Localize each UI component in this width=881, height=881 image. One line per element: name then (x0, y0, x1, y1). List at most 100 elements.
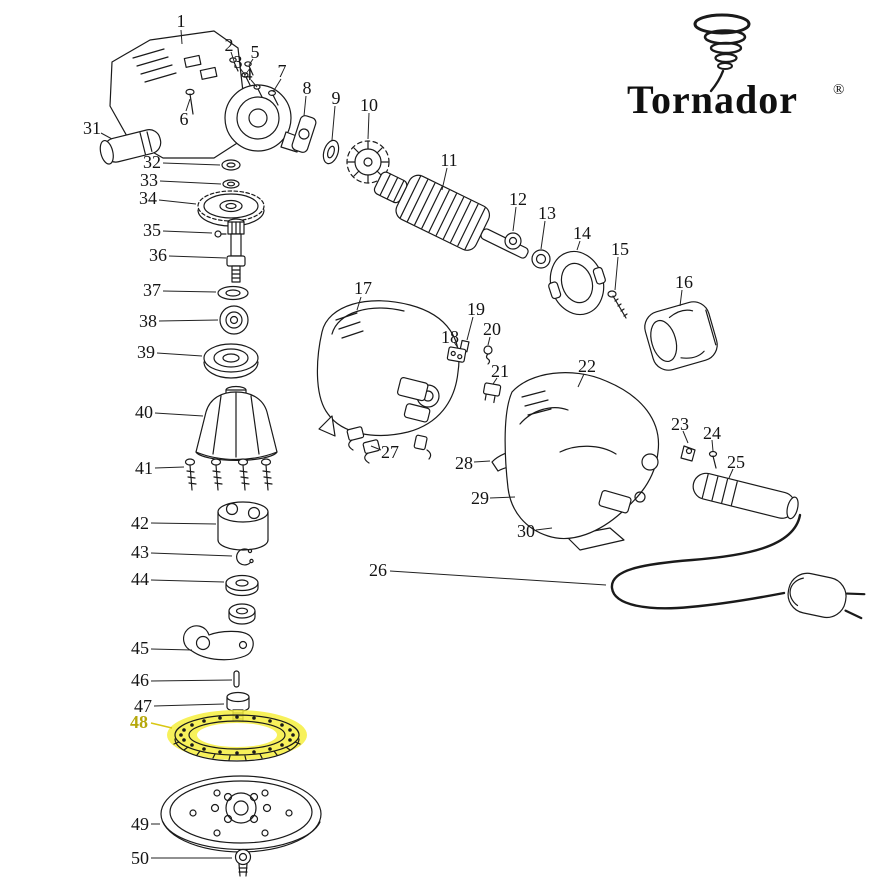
part-number-13: 13 (538, 203, 556, 223)
part-number-33: 33 (140, 170, 158, 190)
part-number-46: 46 (131, 670, 149, 690)
part-number-35: 35 (143, 220, 161, 240)
leader-line-42 (150, 522, 217, 525)
part-number-34: 34 (139, 188, 157, 208)
part-number-31: 31 (83, 118, 101, 138)
part-number-41: 41 (135, 458, 153, 478)
leader-line-34 (158, 199, 197, 205)
leader-line-33 (159, 180, 222, 185)
leader-line-10 (367, 112, 370, 140)
drawing-counterweight-42 (217, 501, 269, 551)
part-number-29: 29 (471, 488, 489, 508)
drawing-shroud-40 (195, 385, 278, 462)
drawing-circlip-43 (236, 548, 254, 566)
part-number-43: 43 (131, 542, 149, 562)
part-number-10: 10 (360, 95, 378, 115)
leader-line-32 (162, 162, 221, 166)
part-number-5: 5 (251, 42, 260, 62)
part-number-19: 19 (467, 299, 485, 319)
part-number-23: 23 (671, 414, 689, 434)
leader-line-24 (711, 439, 714, 452)
leader-line-5 (248, 58, 254, 66)
leader-line-15 (614, 256, 619, 291)
leader-line-3 (239, 67, 246, 76)
drawing-armature-11 (373, 171, 551, 269)
part-number-25: 25 (727, 452, 745, 472)
drawings-layer (99, 30, 866, 877)
drawing-brake-ring-48 (167, 710, 307, 762)
part-number-24: 24 (703, 423, 721, 443)
leader-line-41 (154, 466, 185, 469)
drawing-brush-parts-27 (346, 426, 432, 464)
plug-icon (787, 572, 866, 620)
part-number-32: 32 (143, 152, 161, 172)
part-number-17: 17 (354, 278, 372, 298)
part-number-14: 14 (573, 223, 591, 243)
drawing-screw-24 (708, 450, 718, 469)
leader-line-46 (150, 679, 233, 682)
part-number-36: 36 (149, 245, 167, 265)
part-number-3: 3 (234, 52, 243, 72)
leader-line-43 (150, 552, 233, 557)
drawing-bearing-housing-14 (548, 250, 606, 316)
drawing-bearing-38 (219, 305, 249, 335)
part-number-2: 2 (225, 35, 234, 55)
leader-line-14 (576, 240, 581, 251)
leader-line-20 (487, 336, 491, 346)
drawing-flange-39 (203, 343, 259, 379)
part-number-47: 47 (134, 696, 152, 716)
part-number-8: 8 (303, 78, 312, 98)
leader-line-21 (492, 377, 498, 385)
leader-line-13 (540, 220, 546, 250)
leader-line-26 (389, 570, 607, 586)
drawing-side-handle (99, 129, 162, 165)
drawing-fan-disc-10 (346, 140, 390, 184)
brand-name: Tornador (627, 77, 798, 122)
tornado-spiral-icon (693, 13, 751, 93)
drawing-pin-46 (233, 670, 240, 688)
drawing-power-cable-26 (610, 513, 866, 620)
part-number-16: 16 (675, 272, 693, 292)
part-number-37: 37 (143, 280, 161, 300)
part-number-40: 40 (135, 402, 153, 422)
leader-line-1 (180, 29, 183, 45)
part-number-20: 20 (483, 319, 501, 339)
part-number-26: 26 (369, 560, 387, 580)
leader-line-12 (512, 206, 517, 232)
part-number-6: 6 (180, 109, 189, 129)
part-number-38: 38 (139, 311, 157, 331)
part-number-15: 15 (611, 239, 629, 259)
part-number-21: 21 (491, 361, 509, 381)
drawing-backing-pad-49 (160, 775, 322, 853)
drawing-screw-50 (234, 848, 252, 877)
drawing-gear-housing-17 (316, 300, 460, 437)
leader-line-36 (168, 255, 227, 259)
part-number-7: 7 (278, 61, 287, 81)
leader-line-4 (250, 79, 258, 88)
leader-line-17 (356, 296, 362, 311)
leader-line-35 (162, 230, 213, 234)
part-number-18: 18 (441, 327, 459, 347)
leader-line-7 (272, 78, 282, 93)
drawing-motor-housing-22 (504, 372, 660, 540)
leader-line-28 (473, 460, 491, 463)
leader-line-23 (682, 430, 689, 444)
leader-line-8 (303, 95, 307, 117)
brand-logo: Tornador ® (627, 13, 844, 122)
part-number-9: 9 (332, 88, 341, 108)
leader-line-11 (441, 167, 448, 191)
drawing-spindle-36 (226, 218, 246, 283)
drawing-stator-16 (644, 301, 718, 371)
part-number-22: 22 (578, 356, 596, 376)
part-number-44: 44 (131, 569, 149, 589)
drawing-small-parts-column (197, 159, 265, 379)
drawing-eccentric-45 (183, 625, 254, 661)
part-number-28: 28 (455, 453, 473, 473)
leader-line-38 (158, 319, 219, 322)
part-number-11: 11 (440, 150, 457, 170)
leader-line-9 (331, 105, 336, 141)
drawing-flange-8 (291, 115, 317, 153)
